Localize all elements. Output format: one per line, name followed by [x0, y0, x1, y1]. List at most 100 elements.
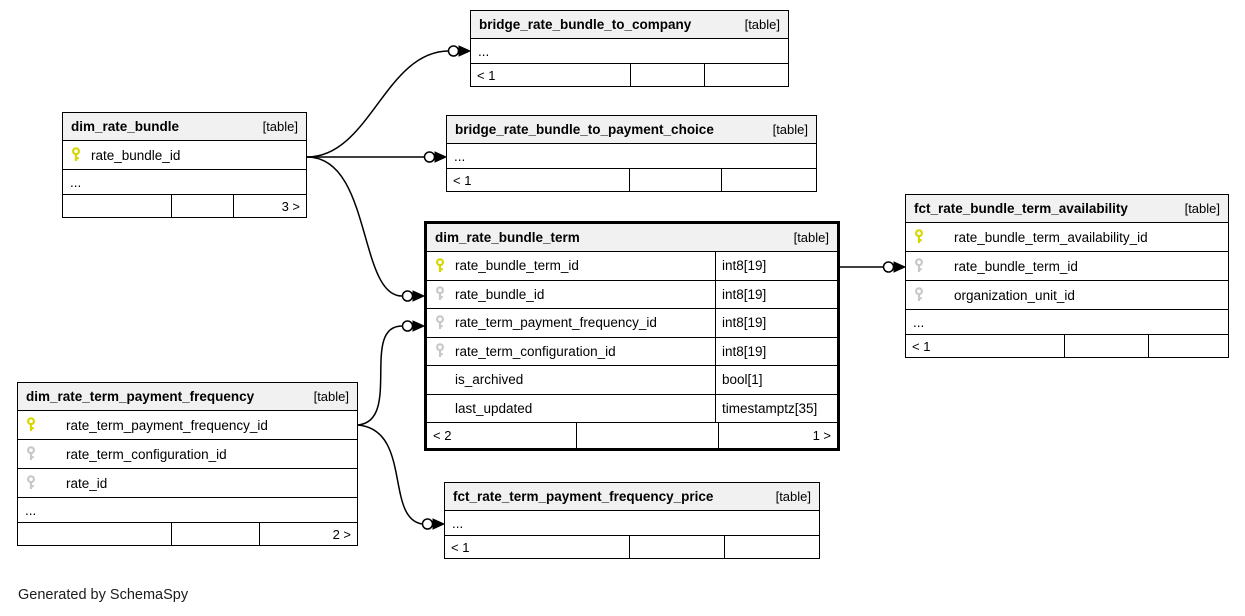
table-dim_rate_term_payment_frequency[interactable]: dim_rate_term_payment_frequency [table] …	[17, 382, 358, 546]
column-name: rate_bundle_term_id	[455, 258, 579, 274]
table-header: dim_rate_bundle_term [table]	[427, 224, 837, 251]
degree-footer: < 1	[906, 334, 1228, 357]
table-badge: [table]	[775, 489, 811, 504]
column-row: rate_bundle_id	[63, 140, 306, 169]
column-type: int8[19]	[715, 309, 837, 337]
degree-cell: < 1	[477, 67, 496, 83]
table-header: fct_rate_term_payment_frequency_price [t…	[445, 483, 819, 510]
foreign-key-icon	[25, 475, 37, 491]
ellipsis-row: ...	[471, 38, 788, 63]
degree-cell: 1 >	[718, 423, 837, 448]
no-key-spacer	[434, 400, 446, 416]
table-dim_rate_bundle_term[interactable]: dim_rate_bundle_term [table] rate_bundle…	[424, 221, 840, 451]
degree-cell	[171, 195, 233, 217]
ellipsis-row: ...	[445, 510, 819, 535]
column-name: rate_term_payment_frequency_id	[66, 417, 268, 433]
table-header: bridge_rate_bundle_to_payment_choice [ta…	[447, 116, 816, 143]
degree-cell: < 2	[433, 428, 452, 443]
degree-cell: 3 >	[233, 195, 306, 217]
foreign-key-icon	[913, 258, 925, 274]
table-dim_rate_bundle[interactable]: dim_rate_bundle [table] rate_bundle_id .…	[62, 112, 307, 218]
relationship-dim_rate_bundle-to-bridge_payment	[307, 151, 448, 163]
column-row: rate_id	[18, 468, 357, 497]
table-title: fct_rate_bundle_term_availability	[914, 201, 1128, 216]
primary-key-icon	[434, 257, 446, 274]
column-row: rate_term_configuration_id int8[19]	[427, 336, 837, 365]
degree-cell	[704, 64, 788, 86]
degree-cell	[629, 536, 724, 558]
degree-cell: < 1	[912, 338, 931, 354]
generated-by-note: Generated by SchemaSpy	[18, 587, 189, 603]
ellipsis-row: ...	[63, 169, 306, 194]
degree-footer: < 1	[445, 535, 819, 558]
column-row: rate_bundle_term_id int8[19]	[427, 251, 837, 280]
table-bridge_rate_bundle_to_payment_choice[interactable]: bridge_rate_bundle_to_payment_choice [ta…	[446, 115, 817, 192]
table-fct_rate_bundle_term_availability[interactable]: fct_rate_bundle_term_availability [table…	[905, 194, 1229, 358]
ellipsis-row: ...	[447, 143, 816, 168]
degree-cell	[576, 423, 718, 448]
foreign-key-icon	[25, 446, 37, 462]
degree-cell	[63, 195, 171, 217]
degree-cell: < 1	[453, 172, 472, 188]
column-type: int8[19]	[715, 280, 837, 308]
relationship-freq-to-term	[357, 320, 426, 426]
table-title: dim_rate_term_payment_frequency	[26, 389, 255, 404]
foreign-key-icon	[434, 343, 446, 359]
table-badge: [table]	[744, 17, 780, 32]
table-fct_rate_term_payment_frequency_price[interactable]: fct_rate_term_payment_frequency_price [t…	[444, 482, 820, 559]
degree-footer: < 1	[471, 63, 788, 86]
column-row: rate_bundle_term_id	[906, 251, 1228, 280]
table-header: dim_rate_term_payment_frequency [table]	[18, 383, 357, 410]
table-title: dim_rate_bundle	[71, 119, 180, 134]
table-bridge_rate_bundle_to_company[interactable]: bridge_rate_bundle_to_company [table] ..…	[470, 10, 789, 87]
column-type: int8[19]	[715, 337, 837, 365]
foreign-key-icon	[913, 287, 925, 303]
column-name: rate_term_configuration_id	[66, 446, 227, 462]
degree-cell	[1064, 335, 1148, 357]
column-name: rate_id	[66, 475, 108, 491]
column-row: rate_term_payment_frequency_id int8[19]	[427, 308, 837, 337]
column-row: rate_bundle_term_availability_id	[906, 222, 1228, 251]
column-type: bool[1]	[715, 366, 837, 394]
column-name: rate_bundle_term_id	[954, 258, 1078, 274]
degree-cell	[724, 536, 819, 558]
degree-cell	[721, 169, 816, 191]
column-row: rate_term_payment_frequency_id	[18, 410, 357, 439]
ellipsis-row: ...	[906, 309, 1228, 334]
column-name: is_archived	[455, 372, 524, 388]
relationship-dim_rate_bundle-to-term	[306, 156, 426, 302]
column-name: rate_bundle_term_availability_id	[954, 229, 1148, 245]
table-badge: [table]	[262, 119, 298, 134]
column-type: timestamptz[35]	[715, 394, 837, 422]
table-title: bridge_rate_bundle_to_payment_choice	[455, 122, 714, 137]
foreign-key-icon	[434, 314, 446, 331]
table-title: bridge_rate_bundle_to_company	[479, 17, 692, 32]
column-name: last_updated	[455, 400, 533, 416]
degree-footer: 3 >	[63, 194, 306, 217]
ellipsis-row: ...	[18, 497, 357, 522]
column-row: last_updated timestamptz[35]	[427, 393, 837, 422]
degree-cell	[171, 523, 259, 545]
foreign-key-icon	[434, 286, 446, 302]
table-title: fct_rate_term_payment_frequency_price	[453, 489, 714, 504]
table-badge: [table]	[772, 122, 808, 137]
degree-footer: 2 >	[18, 522, 357, 545]
column-row: rate_bundle_id int8[19]	[427, 279, 837, 308]
degree-cell	[630, 64, 704, 86]
column-name: rate_bundle_id	[455, 286, 545, 302]
column-row: rate_term_configuration_id	[18, 439, 357, 468]
table-header: fct_rate_bundle_term_availability [table…	[906, 195, 1228, 222]
column-name: rate_term_configuration_id	[455, 343, 616, 359]
column-type: int8[19]	[715, 252, 837, 280]
primary-key-icon	[25, 417, 37, 433]
table-header: dim_rate_bundle [table]	[63, 113, 306, 140]
column-name: organization_unit_id	[954, 287, 1075, 303]
degree-cell: 2 >	[259, 523, 357, 545]
column-name: rate_bundle_id	[91, 147, 181, 163]
table-badge: [table]	[793, 230, 829, 245]
column-name: rate_term_payment_frequency_id	[455, 315, 657, 331]
degree-cell	[18, 523, 171, 545]
column-row: is_archived bool[1]	[427, 365, 837, 394]
relationship-term-to-availability	[840, 261, 907, 273]
